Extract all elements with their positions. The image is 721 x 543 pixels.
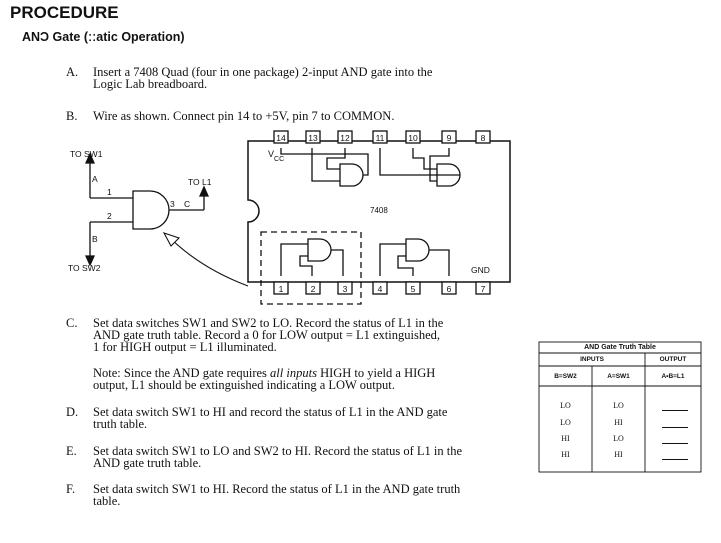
step-letter: D. (66, 405, 79, 419)
pin-box-6 (441, 281, 457, 295)
pin-label-5: 5 (411, 284, 416, 294)
truth-table-title: AND Gate Truth Table (584, 344, 656, 351)
col-b-header: B=SW2 (554, 373, 577, 380)
label-c: C (184, 199, 190, 209)
cell-a: LO (613, 434, 624, 443)
output-header: OUTPUT (659, 356, 687, 363)
pin-label-1: 1 (279, 284, 284, 294)
pin-box-11 (372, 130, 388, 144)
pin-label-8: 8 (481, 133, 486, 143)
vcc-label: VCC (268, 149, 284, 163)
inputs-header: INPUTS (580, 356, 604, 363)
pin-box-7 (475, 281, 491, 295)
output-blank[interactable] (662, 443, 688, 444)
step-line: truth table. (93, 417, 148, 431)
cell-b: HI (561, 450, 570, 459)
step-line: table. (93, 494, 121, 508)
pin-box-8 (475, 130, 491, 144)
pin-box-2 (305, 281, 321, 295)
step-line: AND gate truth table. Record a 0 for LOW… (93, 328, 441, 342)
bottom-pin-row: 1 2 3 4 5 6 7 (273, 281, 491, 295)
cell-b: LO (560, 418, 571, 427)
pin-box-1 (273, 281, 289, 295)
note-emphasis: all inputs (270, 366, 317, 380)
cell-a: HI (614, 450, 623, 459)
note-line-1: Note: Since the AND gate requires all in… (93, 366, 436, 380)
step-line: Set data switch SW1 to LO and SW2 to HI.… (93, 444, 463, 458)
col-out-header: A•B=L1 (661, 373, 685, 380)
top-pin-row: 14 13 12 11 10 9 8 (273, 130, 491, 144)
pin-label-2: 2 (311, 284, 316, 294)
gnd-label: GND (471, 265, 490, 275)
pin-box-10 (405, 130, 421, 144)
note-suffix: HIGH to yield a HIGH (316, 366, 436, 380)
pin-label-4: 4 (378, 284, 383, 294)
step-letter: C. (66, 316, 78, 330)
col-a-header: A=SW1 (607, 373, 630, 380)
step-letter: E. (66, 444, 77, 458)
pin-box-3 (337, 281, 353, 295)
output-blank[interactable] (662, 427, 688, 428)
section-subheading: ANƆ Gate (ːːatic Operation) (22, 30, 185, 44)
label-to-l1: TO L1 (188, 177, 212, 187)
step-line: Logic Lab breadboard. (93, 77, 208, 91)
step-line: Wire as shown. Connect pin 14 to +5V, pi… (93, 109, 395, 123)
and-gate-symbol (84, 152, 210, 267)
label-b: B (92, 234, 98, 244)
pin-label-9: 9 (447, 133, 452, 143)
label-pin-1: 1 (107, 187, 112, 197)
pin-box-4 (372, 281, 388, 295)
label-to-sw1: TO SW1 (70, 149, 103, 159)
pin-label-14: 14 (276, 133, 286, 143)
output-blank[interactable] (662, 410, 688, 411)
cell-a: HI (614, 418, 623, 427)
note-prefix: Note: Since the AND gate requires (93, 366, 271, 380)
pin-label-11: 11 (376, 133, 385, 143)
step-line: Set data switches SW1 and SW2 to LO. Rec… (93, 316, 444, 330)
pin-label-13: 13 (308, 133, 318, 143)
label-a: A (92, 174, 98, 184)
pin-label-3: 3 (343, 284, 348, 294)
procedure-heading: PROCEDURE (10, 3, 119, 22)
step-line: 1 for HIGH output = L1 illuminated. (93, 340, 277, 354)
step-line: Set data switch SW1 to HI and record the… (93, 405, 448, 419)
chip-label: 7408 (370, 206, 388, 215)
pin-label-7: 7 (481, 284, 486, 294)
note-line-2: output, L1 should be extinguished indica… (93, 378, 395, 392)
cell-a: LO (613, 401, 624, 410)
label-pin-3: 3 (170, 199, 175, 209)
output-blank[interactable] (662, 459, 688, 460)
step-letter: F. (66, 482, 76, 496)
step-line: AND gate truth table. (93, 456, 202, 470)
step-letter: A. (66, 65, 79, 79)
step-line: Insert a 7408 Quad (four in one package)… (93, 65, 433, 79)
pin-box-14 (273, 130, 289, 144)
cell-b: LO (560, 401, 571, 410)
pin-label-10: 10 (408, 133, 418, 143)
pin-label-12: 12 (340, 133, 350, 143)
pin-box-13 (305, 130, 321, 144)
cell-b: HI (561, 434, 570, 443)
label-to-sw2: TO SW2 (68, 263, 101, 273)
step-letter: B. (66, 109, 78, 123)
step-line: Set data switch SW1 to HI. Record the st… (93, 482, 461, 496)
pin-box-12 (337, 130, 353, 144)
label-pin-2: 2 (107, 211, 112, 221)
pin-box-9 (441, 130, 457, 144)
pin-label-6: 6 (447, 284, 452, 294)
pin-box-5 (405, 281, 421, 295)
